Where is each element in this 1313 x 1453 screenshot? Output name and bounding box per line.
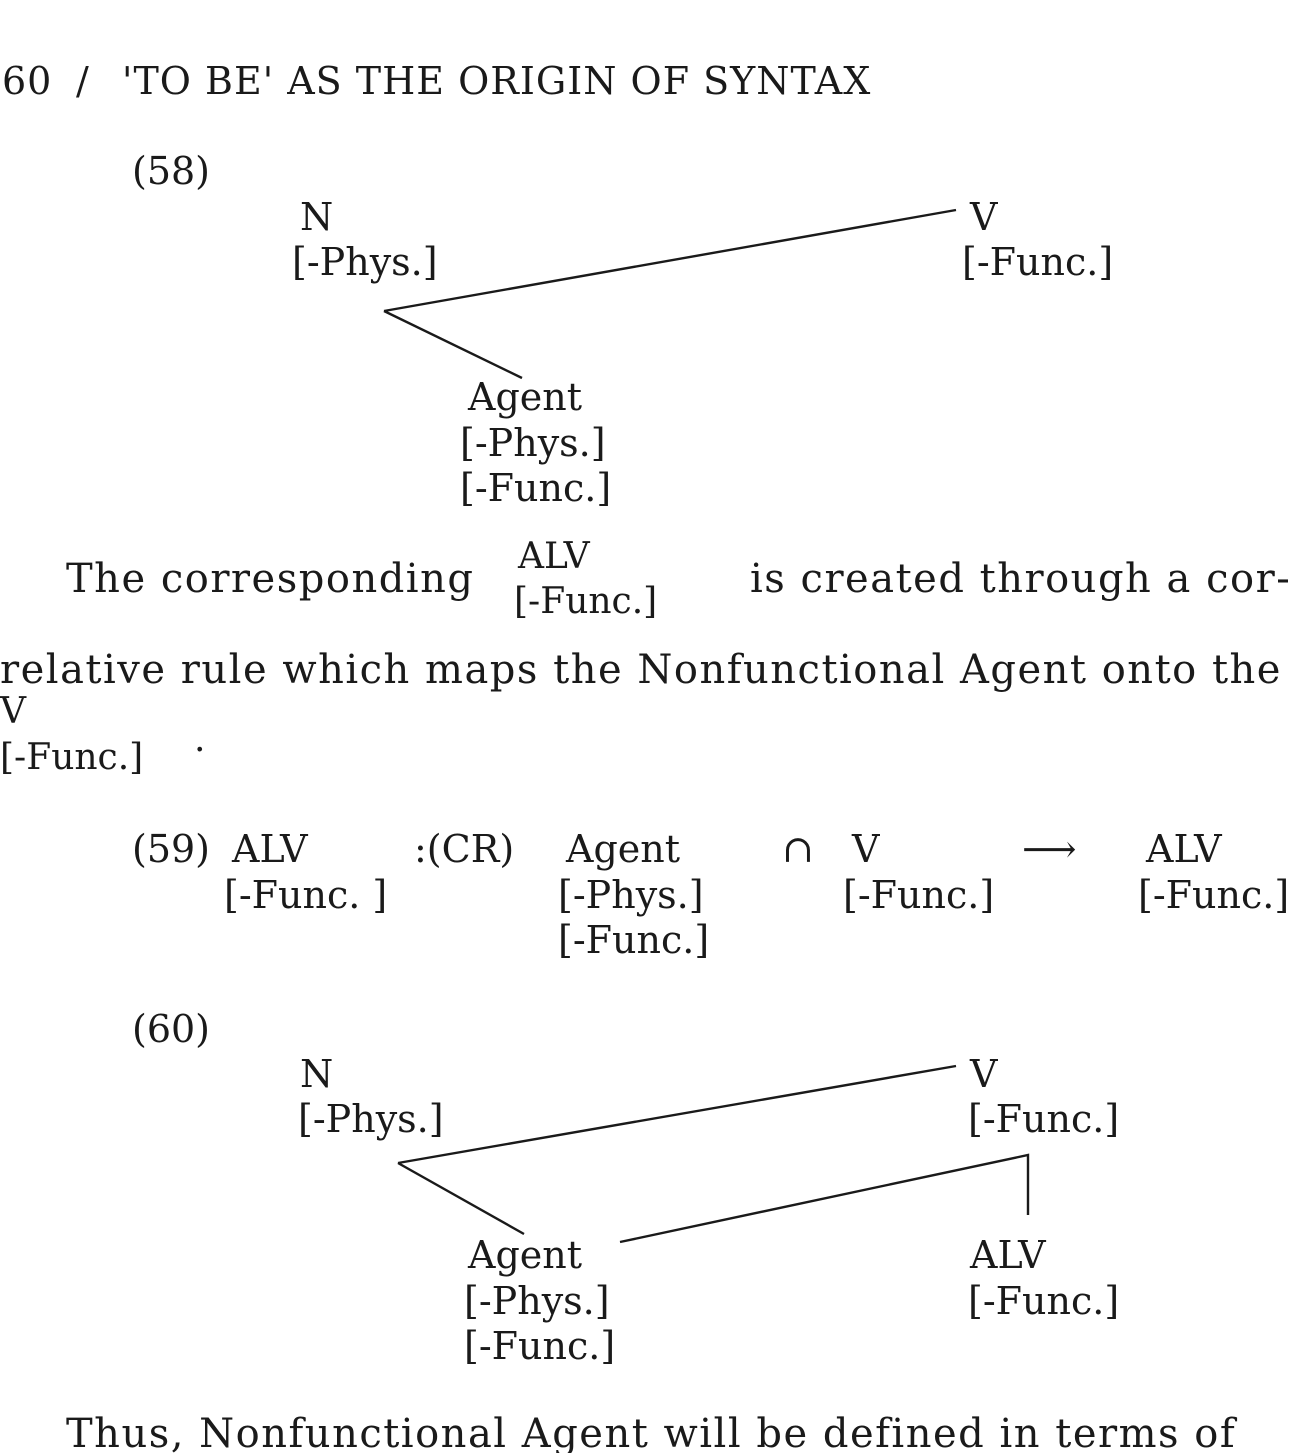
inline-dot: .	[194, 719, 206, 760]
node-v-feature: [-Func.]	[968, 1097, 1120, 1141]
header-separator: /	[76, 59, 90, 103]
rule-agent-feature-phys: [-Phys.]	[558, 873, 704, 917]
rule-v-label: V	[852, 827, 880, 871]
intersection-operator: ∩	[782, 827, 814, 871]
node-agent-feature-phys: [-Phys.]	[464, 1279, 610, 1323]
branch-60-n-to-agent	[397, 1161, 525, 1236]
rule-alv-feature: [-Func. ]	[224, 873, 388, 917]
branch-58-n-to-v	[383, 208, 957, 313]
para-text-post: is created through a cor-	[750, 556, 1292, 602]
branch-58-n-to-agent	[383, 309, 523, 380]
node-n-feature: [-Phys.]	[298, 1097, 444, 1141]
stacked-alv-label: ALV	[518, 536, 590, 577]
rule-result-feature: [-Func.]	[1138, 873, 1290, 917]
rule-agent-label: Agent	[566, 827, 680, 871]
node-v-label: V	[970, 1052, 998, 1096]
stacked-alv-feature: [-Func.]	[514, 581, 658, 622]
rule-v-feature: [-Func.]	[843, 873, 995, 917]
arrow-icon: ⟶	[1022, 827, 1077, 871]
rule-type-label: :(CR)	[414, 827, 515, 871]
para-text-line1: Thus, Nonfunctional Agent will be define…	[66, 1411, 1237, 1453]
rule-result-label: ALV	[1146, 827, 1222, 871]
node-agent-feature-phys: [-Phys.]	[460, 421, 606, 465]
branch-60-n-to-v	[397, 1064, 957, 1165]
para-text-pre: The corresponding	[66, 556, 475, 602]
running-title: 'TO BE' AS THE ORIGIN OF SYNTAX	[122, 59, 872, 103]
node-agent-feature-func: [-Func.]	[464, 1324, 616, 1368]
rule-agent-feature-func: [-Func.]	[558, 918, 710, 962]
node-alv-label: ALV	[970, 1233, 1046, 1277]
inline-v-feature: [-Func.]	[0, 737, 144, 778]
node-agent-label: Agent	[468, 375, 582, 419]
node-v-label: V	[970, 195, 998, 239]
inline-v-label: V	[0, 691, 26, 732]
node-agent-label: Agent	[468, 1233, 582, 1277]
branch-60-agent-to-alv	[619, 1153, 1030, 1244]
node-n-label: N	[300, 1052, 334, 1096]
page-number: 60	[2, 59, 53, 103]
node-n-feature: [-Phys.]	[292, 240, 438, 284]
rule-alv-label: ALV	[232, 827, 308, 871]
node-n-label: N	[300, 195, 334, 239]
example-number: (58)	[132, 149, 211, 193]
example-number: (60)	[132, 1007, 211, 1051]
example-number: (59)	[132, 827, 211, 871]
node-v-feature: [-Func.]	[962, 240, 1114, 284]
node-agent-feature-func: [-Func.]	[460, 466, 612, 510]
node-alv-feature: [-Func.]	[968, 1279, 1120, 1323]
para-text-line2: relative rule which maps the Nonfunction…	[0, 647, 1282, 693]
